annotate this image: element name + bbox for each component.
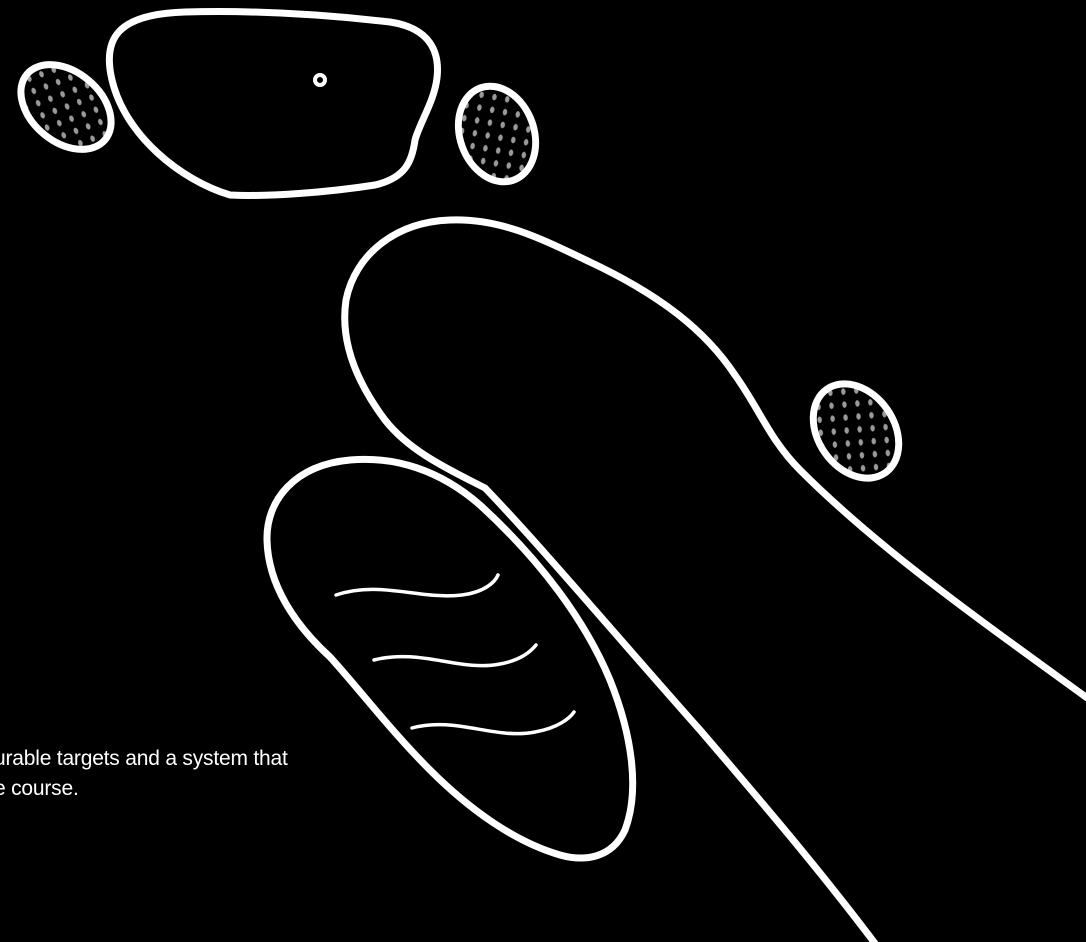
touch-target-shape <box>109 12 437 196</box>
dotted-marker-finger <box>796 367 917 494</box>
caption-text: urable targets and a system that e cours… <box>0 744 374 804</box>
dotted-marker-right <box>445 75 548 192</box>
caption-line-2: e course. <box>0 774 374 804</box>
center-dot <box>315 75 325 85</box>
caption-line-1: urable targets and a system that <box>0 744 374 774</box>
